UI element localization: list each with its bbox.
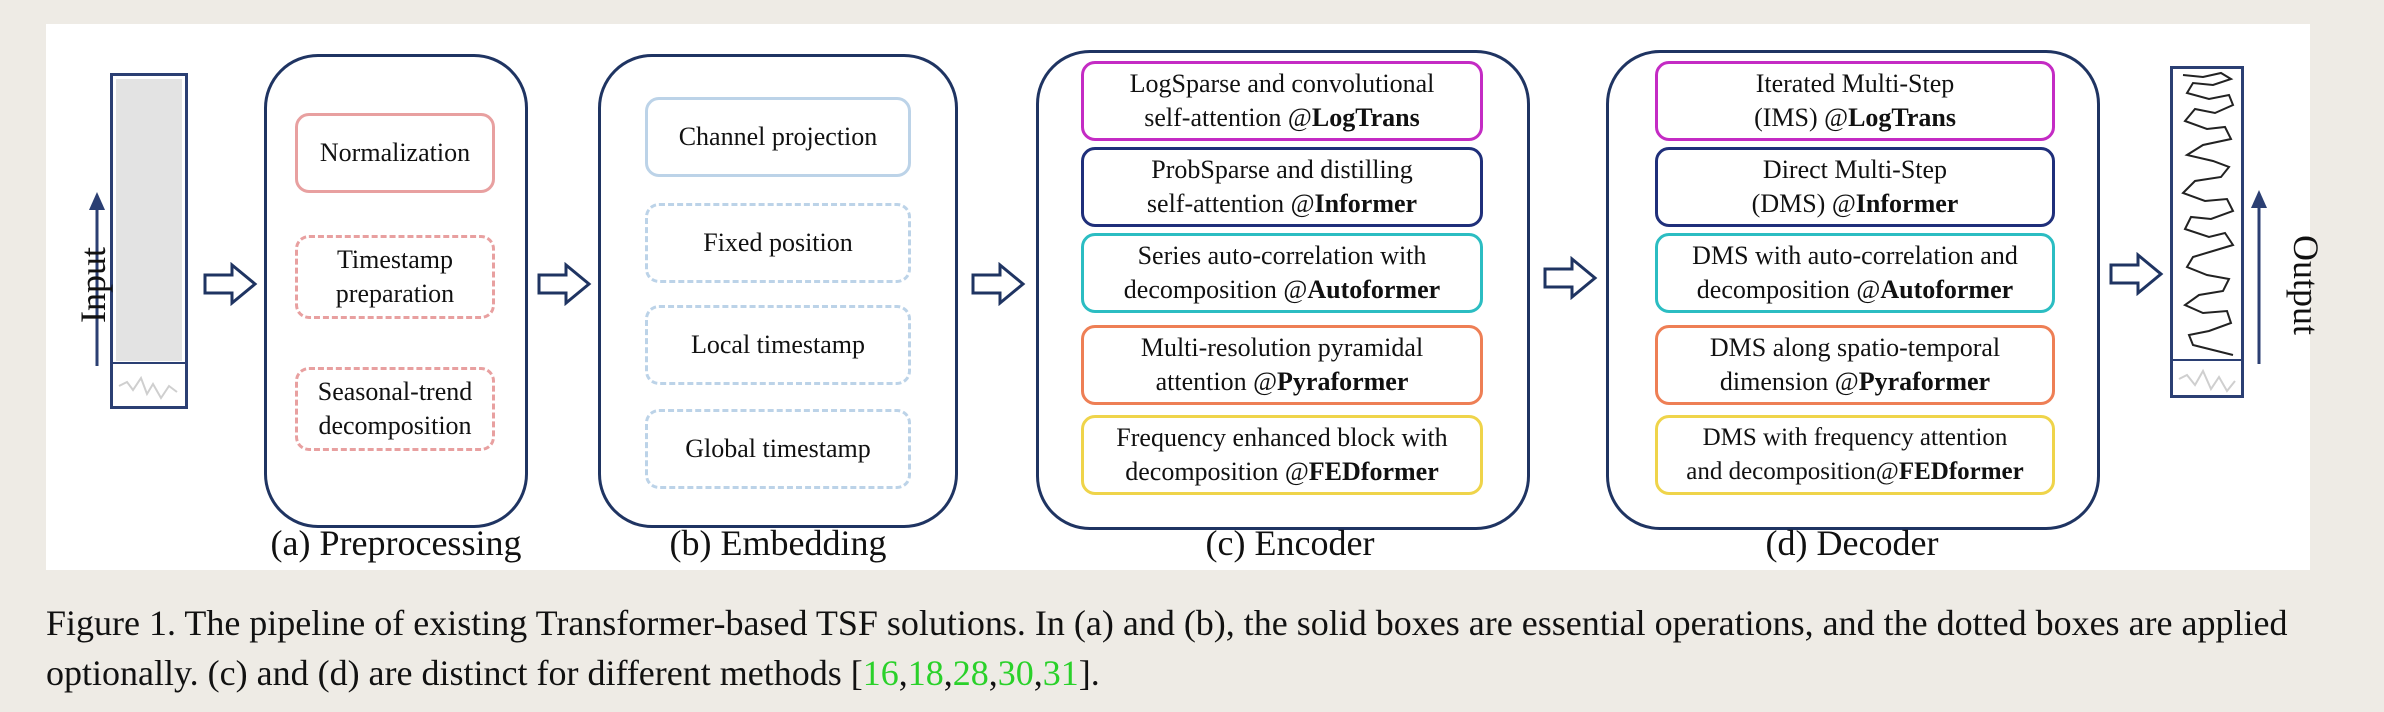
output-label: Output [2286, 234, 2326, 335]
citation-link[interactable]: 28 [952, 653, 989, 693]
input-label: Input [73, 247, 113, 323]
citation-link[interactable]: 31 [1042, 653, 1079, 693]
encoder-label: (c) Encoder [1205, 523, 1375, 563]
local-timestamp-box: Local timestamp [645, 305, 911, 385]
embedding-label: (b) Embedding [669, 523, 887, 563]
decoder-logtrans-box: Iterated Multi-Step(IMS) @LogTrans [1655, 61, 2055, 141]
channel-projection-box: Channel projection [645, 97, 911, 177]
figure-caption: Figure 1. The pipeline of existing Trans… [46, 603, 2288, 693]
output-faded-series-icon [2178, 368, 2236, 393]
seasonal-trend-decomposition-box: Seasonal-trend decomposition [295, 367, 495, 451]
output-up-arrow-icon [2251, 190, 2267, 364]
preprocessing-panel: Normalization Timestamp preparation Seas… [264, 54, 528, 528]
citation-link[interactable]: 16 [862, 653, 899, 693]
input-history-block [116, 79, 182, 361]
input-future-divider [113, 362, 185, 364]
output-series-panel [2170, 66, 2244, 398]
output-series-line-icon [2181, 71, 2235, 356]
arrow-to-decoder-icon [1543, 256, 1598, 300]
arrow-to-output-icon [2109, 252, 2164, 296]
normalization-box: Normalization [295, 113, 495, 193]
decoder-panel: Iterated Multi-Step(IMS) @LogTrans Direc… [1606, 50, 2100, 530]
output-future-divider [2173, 359, 2241, 361]
arrow-to-preprocessing-icon [203, 262, 258, 306]
global-timestamp-box: Global timestamp [645, 409, 911, 489]
input-up-arrow-icon [89, 192, 105, 366]
citation-link[interactable]: 30 [997, 653, 1034, 693]
fixed-position-box: Fixed position [645, 203, 911, 283]
decoder-informer-box: Direct Multi-Step(DMS) @Informer [1655, 147, 2055, 227]
pipeline-figure: Input Normalization Timestamp preparatio… [46, 24, 2326, 570]
embedding-panel: Channel projection Fixed position Local … [598, 54, 958, 528]
citation-link[interactable]: 18 [907, 653, 944, 693]
arrow-to-encoder-icon [971, 262, 1026, 306]
input-series-panel [110, 73, 188, 409]
input-faded-series-icon [118, 375, 178, 400]
timestamp-preparation-box: Timestamp preparation [295, 235, 495, 319]
caption-text-end: ]. [1078, 653, 1100, 693]
preprocessing-label: (a) Preprocessing [270, 523, 522, 563]
caption-text: Figure 1. The pipeline of existing Trans… [46, 603, 2288, 693]
arrow-to-embedding-icon [537, 262, 592, 306]
decoder-label: (d) Decoder [1765, 523, 1939, 563]
